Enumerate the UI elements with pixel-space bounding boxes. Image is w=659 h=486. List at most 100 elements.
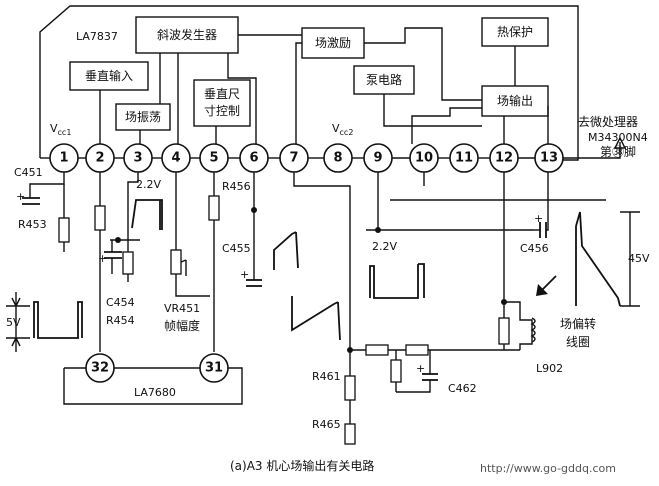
r-series-2 — [405, 344, 429, 356]
svg-text:+: + — [98, 252, 107, 265]
svg-text:9: 9 — [373, 151, 382, 166]
wire-driver-to-output — [364, 27, 482, 101]
r454-label: R454 — [106, 314, 135, 327]
pin-11: 11 — [449, 143, 479, 173]
svg-text:10: 10 — [415, 151, 433, 166]
voltage-label-45v: 45V — [628, 252, 650, 265]
pin-4: 4 — [161, 143, 191, 173]
pin-9: 9 — [363, 143, 393, 173]
svg-text:+: + — [240, 268, 249, 281]
r453-label: R453 — [18, 218, 47, 231]
pin-7: 7 — [279, 143, 309, 173]
vr451-label: VR451 — [164, 302, 200, 315]
pin-10: 10 — [409, 143, 439, 173]
svg-text:32: 32 — [91, 361, 109, 376]
block-thermal-protection-label: 热保护 — [497, 25, 533, 39]
r465-label: R465 — [312, 418, 341, 431]
waveform-ramp — [291, 296, 341, 341]
svg-text:1: 1 — [59, 151, 68, 166]
r453 — [58, 217, 70, 243]
figure-caption: (a)A3 机心场输出有关电路 — [230, 458, 374, 473]
r-pin3 — [122, 251, 134, 275]
r456-label: R456 — [222, 180, 251, 193]
block-field-driver-label: 场激励 — [315, 36, 351, 50]
svg-text:7: 7 — [289, 151, 298, 166]
c456-label: C456 — [520, 242, 549, 255]
pin-32: 32 — [85, 353, 115, 383]
ic-outline — [39, 5, 579, 161]
block-pump-circuit — [353, 65, 415, 95]
deflection-coil — [530, 317, 536, 343]
voltage-label-pin3: 2.2V — [136, 178, 161, 191]
block-vertical-size — [193, 79, 251, 127]
block-field-output — [481, 85, 549, 117]
c462-label: C462 — [448, 382, 477, 395]
svg-text:+: + — [534, 212, 543, 225]
arrow-icon — [536, 284, 548, 296]
r454 — [94, 205, 106, 231]
pin-5: 5 — [199, 143, 229, 173]
r456 — [208, 195, 220, 221]
r465 — [344, 423, 356, 445]
watermark-url: http://www.go-gddq.com — [480, 462, 616, 475]
block-vertical-input — [69, 61, 149, 91]
block-field-output-label: 场输出 — [497, 93, 533, 108]
vcc1-label: Vcc1 — [50, 122, 71, 137]
waveform-45v — [575, 211, 621, 307]
waveform-5v — [33, 301, 83, 339]
svg-text:6: 6 — [249, 151, 258, 166]
block-vertical-input-label: 垂直输入 — [85, 68, 133, 83]
svg-text:+: + — [16, 190, 25, 203]
c454-label: C454 — [106, 296, 135, 309]
block-vertical-size-label-1: 垂直尺 — [204, 87, 240, 101]
uproc-label-1: 去微处理器 — [578, 115, 638, 129]
r461 — [344, 375, 356, 401]
r-series-1 — [365, 344, 389, 356]
c451-label: C451 — [14, 166, 43, 179]
svg-text:4: 4 — [171, 151, 180, 166]
pin-12: 12 — [489, 143, 519, 173]
r-shunt — [390, 359, 402, 383]
svg-text:+: + — [416, 362, 425, 375]
block-pump-circuit-label: 泵电路 — [366, 72, 402, 87]
pin-1: 1 — [49, 143, 79, 173]
r-yoke — [498, 317, 510, 345]
voltage-label-pin9: 2.2V — [372, 240, 397, 253]
svg-text:2: 2 — [95, 151, 104, 166]
frame-amplitude-label: 帧幅度 — [164, 318, 200, 333]
pin-3: 3 — [123, 143, 153, 173]
la7680-label: LA7680 — [134, 386, 176, 399]
yoke-label-1: 场偏转 — [560, 316, 596, 331]
ic-name: LA7837 — [76, 30, 118, 43]
svg-text:3: 3 — [133, 151, 142, 166]
la7680-outline — [63, 367, 243, 405]
r461-label: R461 — [312, 370, 341, 383]
svg-text:5: 5 — [209, 151, 218, 166]
block-ramp-generator-label: 斜波发生器 — [157, 27, 217, 42]
waveform-pin9 — [369, 263, 425, 299]
pin-2: 2 — [85, 143, 115, 173]
pin-31: 31 — [199, 353, 229, 383]
vcc2-label: Vcc2 — [332, 122, 353, 137]
svg-text:13: 13 — [540, 151, 558, 166]
block-vertical-size-label-2: 寸控制 — [204, 104, 240, 118]
voltage-label-5v: 5V — [6, 316, 21, 329]
svg-text:12: 12 — [495, 151, 513, 166]
svg-text:8: 8 — [333, 151, 342, 166]
svg-text:31: 31 — [205, 361, 223, 376]
uproc-label-2: M34300N4 — [588, 131, 648, 144]
c455-label: C455 — [222, 242, 251, 255]
svg-text:11: 11 — [455, 151, 473, 166]
waveform-pin6 — [273, 231, 299, 270]
waveform-pin3 — [131, 199, 163, 230]
vr451 — [170, 249, 182, 275]
block-oscillator — [115, 103, 171, 131]
pin-13: 13 — [534, 143, 564, 173]
pin-8: 8 — [323, 143, 353, 173]
pin-6: 6 — [239, 143, 269, 173]
block-thermal-protection — [481, 17, 549, 47]
block-oscillator-label: 场振荡 — [125, 110, 161, 124]
l902-label: L902 — [536, 362, 563, 375]
